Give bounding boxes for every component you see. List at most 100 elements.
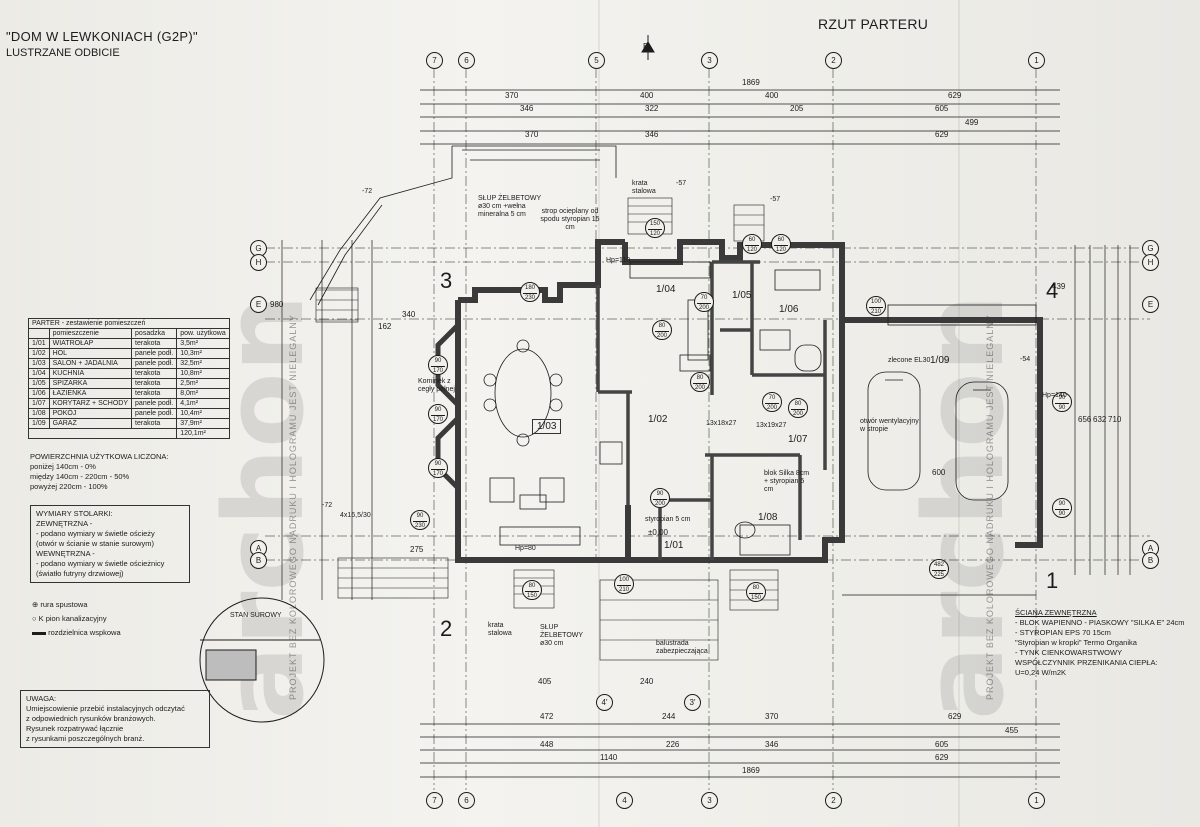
axis-marker-left: B: [250, 552, 267, 569]
plan-title: RZUT PARTERU: [818, 16, 929, 32]
legend-label: K pion kanalizacyjny: [38, 614, 107, 623]
table-cell: 37,9m²: [176, 418, 230, 429]
wall-spec-line: - STYROPIAN EPS 70 15cm: [1015, 628, 1111, 637]
room-label: 1/01: [664, 540, 684, 551]
dim-right-632: 632: [1093, 415, 1107, 424]
axis-marker-bottom: 4: [616, 792, 633, 809]
usable-area-line: między 140cm - 220cm - 50%: [30, 472, 130, 481]
table-cell: KUCHNIA: [48, 368, 133, 379]
raw-state-label: STAN SUROWY: [230, 612, 282, 619]
grate-note-top: krata stalowa: [632, 180, 656, 195]
axis-marker-primed: 4': [596, 694, 613, 711]
stair-spec-b: 13x18x27: [706, 420, 737, 427]
table-cell: WIATROŁAP: [48, 338, 133, 349]
wall-spec-line: - BLOK WAPIENNO - PIASKOWY "SILKA E" 24c…: [1015, 618, 1185, 627]
table-cell: 1/09: [28, 418, 50, 429]
axis-marker-bottom: 1: [1028, 792, 1045, 809]
dim-bottom-370: 370: [765, 712, 779, 721]
table-cell: 3,5m²: [176, 338, 230, 349]
room-label: 1/08: [758, 512, 778, 523]
table-cell: ŁAZIENKA: [48, 388, 133, 399]
project-subtitle: LUSTRZANE ODBICIE: [6, 47, 120, 59]
table-cell: SALON + JADALNIA: [48, 358, 133, 369]
table-cell: 8,0m²: [176, 388, 230, 399]
note-line: z odpowiednich rysunków branżowych.: [26, 714, 156, 723]
dim-top-346b: 346: [645, 130, 659, 139]
dim-stair-240: 240: [640, 677, 654, 686]
table-cell: panele podł.: [131, 408, 178, 419]
axis-marker-top: 6: [458, 52, 475, 69]
table-cell: terakota: [131, 338, 178, 349]
table-cell: panele podł.: [131, 398, 178, 409]
usable-area-block: POWIERZCHNIA UŻYTKOWA LICZONA: poniżej 1…: [30, 452, 168, 492]
sewer-stack-icon: ○: [32, 614, 37, 623]
table-cell: 1/04: [28, 368, 50, 379]
joinery-line: (otwór w ścianie w stanie surowym): [36, 539, 154, 548]
level-minus-57: -57: [676, 180, 687, 187]
table-cell: SPIŻARKA: [48, 378, 133, 389]
dim-top-205: 205: [790, 104, 804, 113]
table-cell: 4,1m²: [176, 398, 230, 409]
zone-4: 4: [1046, 278, 1059, 303]
zone-3: 3: [440, 268, 453, 293]
joinery-line: (światło futryny drzwiowej): [36, 569, 124, 578]
wall-spec-line: WSPÓŁCZYNNIK PRZENIKANIA CIEPŁA:: [1015, 658, 1158, 667]
joinery-line: WEWNĘTRZNA -: [36, 549, 95, 558]
block-note: blok Silka 8cm + styropian 5 cm: [764, 470, 810, 493]
sill-height-80: Hp=80: [515, 545, 536, 552]
level-minus-72-b: -72: [322, 502, 333, 509]
note-line: Umiejscowienie przebić instalacyjnych od…: [26, 704, 185, 713]
axis-marker-primed: 3': [684, 694, 701, 711]
axis-marker-bottom: 2: [825, 792, 842, 809]
dim-bottom-244: 244: [662, 712, 676, 721]
level-minus-72: -72: [362, 188, 373, 195]
table-cell: panele podł.: [131, 348, 178, 359]
legend-item: rozdzielnica wspkowa: [32, 626, 121, 640]
insulation-note: styropian 5 cm: [645, 516, 691, 523]
table-cell: 1/01: [28, 338, 50, 349]
table-cell: HOL: [48, 348, 133, 359]
fireplace-note: Kominek z cegły pełnej: [418, 378, 455, 393]
drainpipe-icon: ⊕: [32, 600, 39, 609]
stair-spec-c: 13x19x27: [756, 422, 787, 429]
room-schedule: PARTER - zestawienie pomieszczeń pomiesz…: [27, 318, 230, 439]
dim-top-346: 346: [520, 104, 534, 113]
table-cell: 32,5m²: [176, 358, 230, 369]
table-cell: 1/06: [28, 388, 50, 399]
fold-line: [598, 0, 600, 827]
axis-marker-top: 7: [426, 52, 443, 69]
room-label: 1/04: [656, 284, 676, 295]
joinery-line: ZEWNĘTRZNA -: [36, 519, 93, 528]
dim-top-629: 629: [948, 91, 962, 100]
dim-bottom-455: 455: [1005, 726, 1019, 735]
dim-bottom-226: 226: [666, 740, 680, 749]
axis-marker-right: E: [1142, 296, 1159, 313]
level-minus-57-b: -57: [770, 196, 781, 203]
table-cell: terakota: [131, 388, 178, 399]
axis-marker-top: 2: [825, 52, 842, 69]
dim-left-162: 162: [378, 322, 392, 331]
dim-right-656: 656: [1078, 415, 1092, 424]
column-note-bottom: SŁUP ŻELBETOWY ø30 cm: [540, 624, 583, 647]
project-title: "DOM W LEWKONIACH (G2P)": [6, 29, 198, 44]
usable-area-line: powyżej 220cm - 100%: [30, 482, 108, 491]
axis-marker-bottom: 6: [458, 792, 475, 809]
railing-note: balustrada zabezpieczająca: [656, 640, 708, 655]
note-line: z rysunkami poszczególnych branż.: [26, 734, 145, 743]
dim-bottom-629b: 629: [935, 753, 949, 762]
